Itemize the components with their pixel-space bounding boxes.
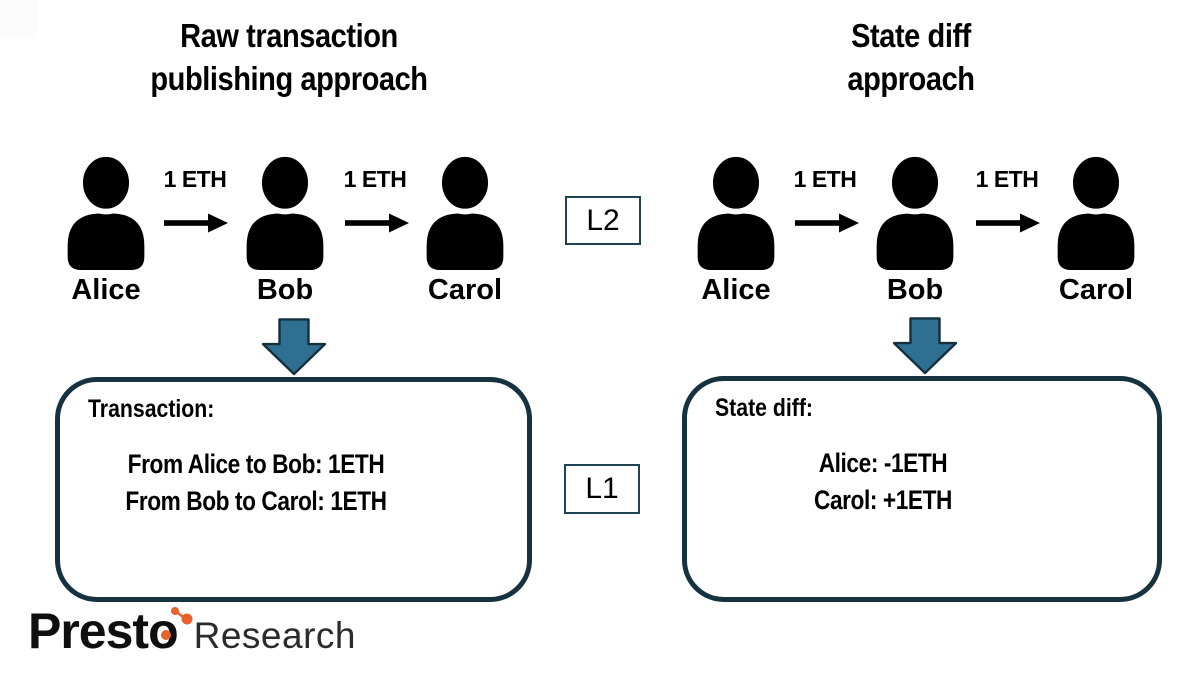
- person-icon-carol-right: [1048, 154, 1144, 271]
- actor-label-carol-right: Carol: [1058, 274, 1134, 306]
- state-diff-line-2: Carol: +1ETH: [813, 485, 952, 515]
- right-arrow-icon: [795, 213, 859, 233]
- actor-label-alice-right: Alice: [701, 274, 771, 306]
- transaction-box-content: From Alice to Bob: 1ETH From Bob to Caro…: [91, 446, 420, 520]
- presto-research-logo: Presto Research: [28, 604, 356, 658]
- state-diff-box: State diff: Alice: -1ETH Carol: +1ETH: [682, 376, 1162, 602]
- transfer-amount-label: 1 ETH: [343, 166, 407, 192]
- user-icon: [246, 154, 324, 271]
- user-icon: [697, 154, 775, 271]
- user-icon: [1057, 154, 1135, 271]
- actor-label-alice-left: Alice: [71, 274, 141, 306]
- person-icon-alice-right: [688, 154, 784, 271]
- actor-label-bob-left: Bob: [256, 274, 314, 306]
- right-title-line2: approach: [847, 60, 975, 97]
- right-title-line1: State diff: [851, 17, 971, 54]
- logo-suffix-text: Research: [193, 615, 356, 656]
- corner-artifact: [0, 0, 38, 38]
- left-section-title: Raw transaction publishing approach: [113, 14, 465, 100]
- person-icon-bob-right: [867, 154, 963, 271]
- layer-label-l1: L1: [564, 464, 640, 514]
- user-icon: [67, 154, 145, 271]
- logo-brand-text: Presto: [28, 603, 179, 659]
- transaction-box-heading: Transaction:: [88, 395, 215, 423]
- right-arrow-icon: [976, 213, 1040, 233]
- transaction-line-2: From Bob to Carol: 1ETH: [125, 486, 387, 516]
- state-diff-line-1: Alice: -1ETH: [818, 448, 948, 478]
- down-arrow-icon: [892, 317, 958, 375]
- left-title-line2: publishing approach: [150, 60, 428, 97]
- layer-label-l2: L2: [565, 196, 641, 245]
- left-title-line1: Raw transaction: [180, 17, 398, 54]
- person-icon-bob-left: [237, 154, 333, 271]
- l1-text: L1: [585, 472, 619, 505]
- user-icon: [426, 154, 504, 271]
- transfer-amount-label: 1 ETH: [975, 166, 1039, 192]
- user-icon: [876, 154, 954, 271]
- right-arrow-icon: [345, 213, 409, 233]
- state-diff-box-heading: State diff:: [715, 394, 813, 422]
- transaction-line-1: From Alice to Bob: 1ETH: [127, 449, 385, 479]
- person-icon-carol-left: [417, 154, 513, 271]
- actor-label-bob-right: Bob: [886, 274, 944, 306]
- right-arrow-icon: [164, 213, 228, 233]
- actor-label-carol-left: Carol: [427, 274, 503, 306]
- down-arrow-icon: [261, 318, 327, 376]
- state-diff-box-content: Alice: -1ETH Carol: +1ETH: [718, 445, 1047, 519]
- right-section-title: State diff approach: [735, 14, 1087, 100]
- transfer-amount-label: 1 ETH: [793, 166, 857, 192]
- person-icon-alice-left: [58, 154, 154, 271]
- l2-text: L2: [586, 203, 620, 237]
- transfer-amount-label: 1 ETH: [163, 166, 227, 192]
- transaction-box: Transaction: From Alice to Bob: 1ETH Fro…: [55, 377, 532, 602]
